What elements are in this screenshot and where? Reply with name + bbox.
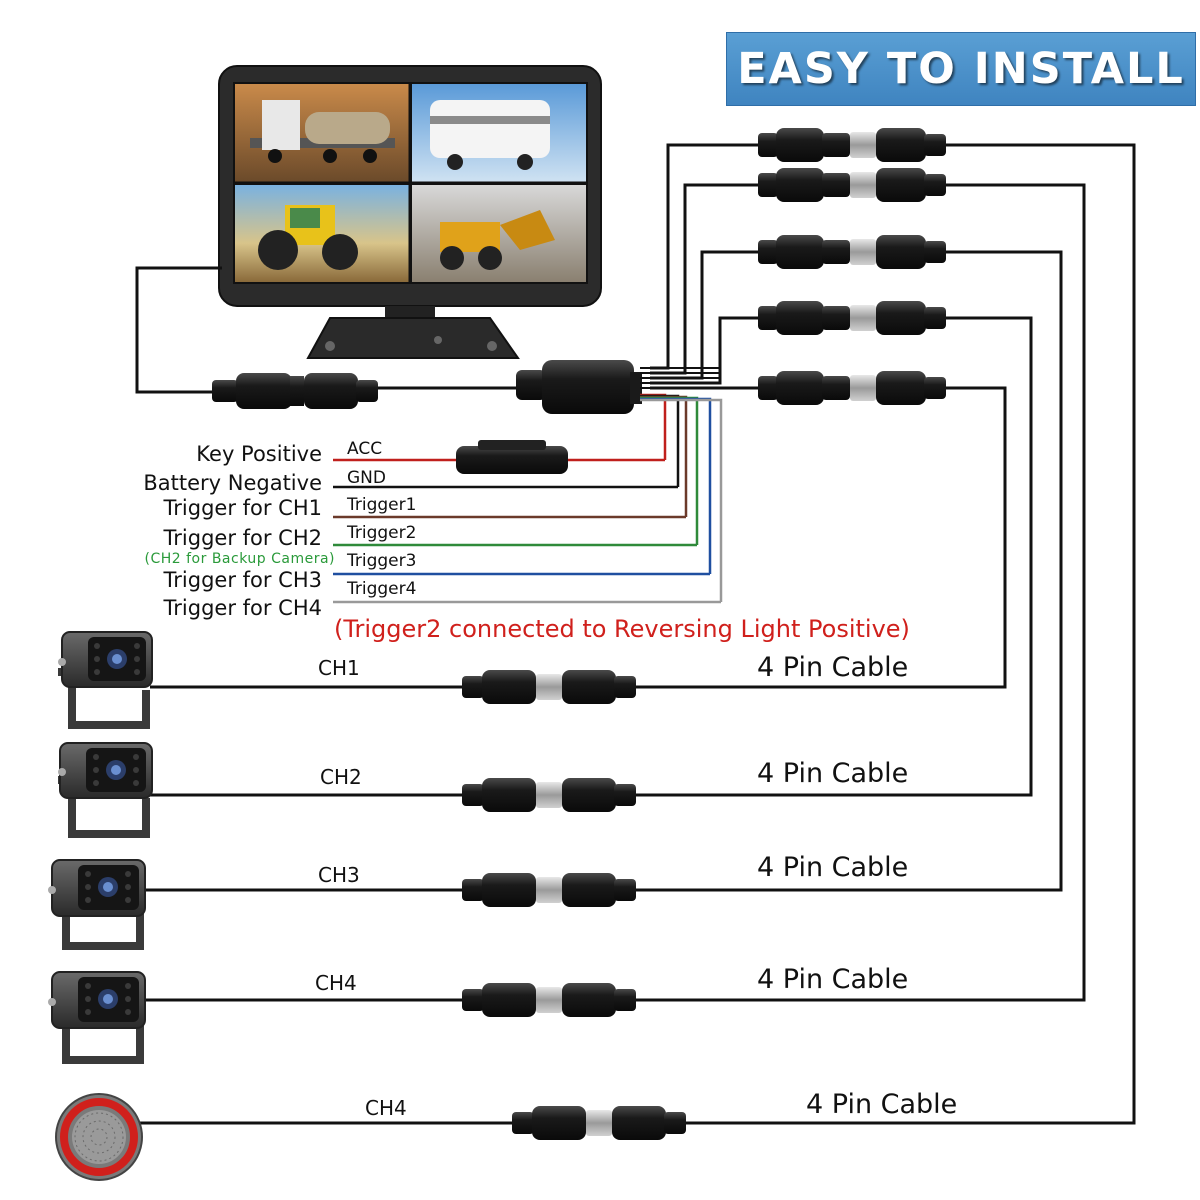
label-trigger-ch2: Trigger for CH2 <box>163 526 322 550</box>
label-trigger-ch1: Trigger for CH1 <box>163 496 322 520</box>
wire-label-trigger1: Trigger1 <box>347 495 417 515</box>
monitor-cable <box>135 266 520 394</box>
channel-label-speaker: CH4 <box>365 1096 407 1120</box>
speaker <box>55 1093 143 1181</box>
banner-title: EASY TO INSTALL <box>737 44 1185 94</box>
top-connectors <box>758 128 946 405</box>
camera-2 <box>58 742 153 838</box>
monitor <box>218 65 602 359</box>
camera-1 <box>58 631 153 729</box>
channel-label-ch1: CH1 <box>318 656 360 680</box>
cable-label-speaker: 4 Pin Cable <box>806 1089 958 1120</box>
wire-label-acc: ACC <box>347 439 383 459</box>
channel-label-ch3: CH3 <box>318 863 360 887</box>
reversing-light-note: (Trigger2 connected to Reversing Light P… <box>334 615 910 643</box>
trigger-wires <box>333 458 721 604</box>
label-battery-negative: Battery Negative <box>143 471 322 495</box>
junction-box <box>516 360 642 414</box>
camera-4 <box>48 971 146 1064</box>
wire-label-trigger2: Trigger2 <box>347 523 417 543</box>
bottom-connectors <box>462 670 686 1140</box>
wire-bundle <box>640 367 723 602</box>
fuse-holder <box>456 440 568 474</box>
cable-label-ch4: 4 Pin Cable <box>757 964 909 995</box>
channel-label-ch4: CH4 <box>315 971 357 995</box>
cable-label-ch2: 4 Pin Cable <box>757 758 909 789</box>
cable-label-ch3: 4 Pin Cable <box>757 852 909 883</box>
label-key-positive: Key Positive <box>196 442 322 466</box>
wire-label-trigger4: Trigger4 <box>347 579 417 599</box>
cable-label-ch1: 4 Pin Cable <box>757 652 909 683</box>
label-trigger-ch4: Trigger for CH4 <box>163 596 322 620</box>
channel-label-ch2: CH2 <box>320 765 362 789</box>
device-cables <box>140 685 514 1125</box>
label-ch2-backup-note: (CH2 for Backup Camera) <box>144 551 335 567</box>
monitor-connector <box>212 373 378 409</box>
easy-to-install-banner: EASY TO INSTALL <box>726 32 1196 106</box>
label-trigger-ch3: Trigger for CH3 <box>163 568 322 592</box>
camera-3 <box>48 859 146 950</box>
wire-label-trigger3: Trigger3 <box>347 551 417 571</box>
wire-label-gnd: GND <box>347 468 386 488</box>
channel-bundle-lines <box>634 143 1136 1125</box>
